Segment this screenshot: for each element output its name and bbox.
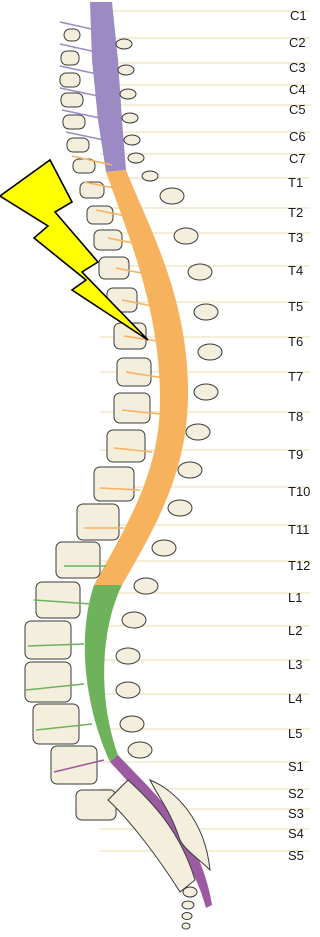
level-label-t5: T5 xyxy=(288,299,303,314)
level-label-c6: C6 xyxy=(289,129,306,144)
spinous-process xyxy=(118,65,134,75)
spinous-process xyxy=(194,384,218,400)
cervical-cord-segment xyxy=(90,2,126,172)
level-label-s5: S5 xyxy=(288,848,304,863)
vertebral-body xyxy=(94,467,134,501)
spinous-process xyxy=(116,39,132,49)
vertebral-body xyxy=(64,29,80,41)
coccyx xyxy=(182,887,197,929)
spinal-cord xyxy=(85,2,212,908)
vertebral-body xyxy=(107,430,145,462)
spinous-process xyxy=(122,612,146,628)
spinal-nerve xyxy=(60,22,96,30)
level-label-s1: S1 xyxy=(288,759,304,774)
level-label-t12: T12 xyxy=(288,558,310,573)
level-label-c7: C7 xyxy=(289,151,306,166)
level-label-l5: L5 xyxy=(288,726,302,741)
spinous-process xyxy=(174,228,198,244)
spinous-process xyxy=(120,716,144,732)
level-label-t3: T3 xyxy=(288,230,303,245)
level-label-c2: C2 xyxy=(289,35,306,50)
vertebral-body xyxy=(56,542,100,578)
vertebral-body xyxy=(77,504,119,540)
vertebral-body xyxy=(87,206,113,224)
vertebral-body xyxy=(76,790,116,820)
spinous-process xyxy=(142,171,158,181)
vertebral-body xyxy=(51,746,97,784)
spinous-process xyxy=(194,304,218,320)
level-label-t11: T11 xyxy=(288,522,309,537)
spinous-process xyxy=(198,344,222,360)
level-label-l4: L4 xyxy=(288,691,302,706)
spinous-process xyxy=(186,424,210,440)
level-label-t10: T10 xyxy=(288,484,310,499)
level-label-c1: C1 xyxy=(290,8,307,23)
spinous-process xyxy=(128,153,144,163)
level-label-t4: T4 xyxy=(288,263,303,278)
spinous-process xyxy=(188,264,212,280)
level-label-l1: L1 xyxy=(288,590,302,605)
level-label-t1: T1 xyxy=(288,175,303,190)
vertebral-body xyxy=(33,704,79,744)
level-label-c3: C3 xyxy=(289,60,306,75)
level-label-l3: L3 xyxy=(288,657,302,672)
vertebral-body xyxy=(117,358,151,386)
spinous-process xyxy=(152,540,176,556)
spinous-process xyxy=(160,188,184,204)
spinous-process xyxy=(122,113,138,123)
level-label-s4: S4 xyxy=(288,826,304,841)
level-label-t2: T2 xyxy=(288,205,303,220)
spinous-process xyxy=(178,462,202,478)
level-labels: C1C2C3C4C5C6C7T1T2T3T4T5T6T7T8T9T10T11T1… xyxy=(288,8,310,863)
vertebral-body xyxy=(60,73,80,87)
vertebral-body xyxy=(61,93,83,107)
level-label-t8: T8 xyxy=(288,409,303,424)
vertebral-body xyxy=(114,393,150,423)
vertebral-body xyxy=(63,115,85,129)
vertebral-body xyxy=(67,138,89,152)
vertebral-body xyxy=(25,621,71,659)
spinous-process xyxy=(134,578,158,594)
spinous-process xyxy=(128,742,152,758)
vertebrae xyxy=(25,29,151,820)
level-label-s3: S3 xyxy=(288,806,304,821)
vertebral-body xyxy=(99,257,129,279)
level-label-c4: C4 xyxy=(289,82,306,97)
vertebral-body xyxy=(61,51,79,65)
spinous-process xyxy=(120,89,136,99)
level-label-t9: T9 xyxy=(288,447,303,462)
spinous-process xyxy=(116,648,140,664)
level-label-l2: L2 xyxy=(288,623,302,638)
level-label-t7: T7 xyxy=(288,369,303,384)
spinous-process xyxy=(116,682,140,698)
spinous-process xyxy=(124,135,140,145)
lumbar-cord-segment xyxy=(85,585,122,762)
level-label-t6: T6 xyxy=(288,334,303,349)
level-label-s2: S2 xyxy=(288,786,304,801)
spinous-process xyxy=(168,500,192,516)
level-label-c5: C5 xyxy=(289,102,306,117)
vertebral-body xyxy=(25,662,71,702)
